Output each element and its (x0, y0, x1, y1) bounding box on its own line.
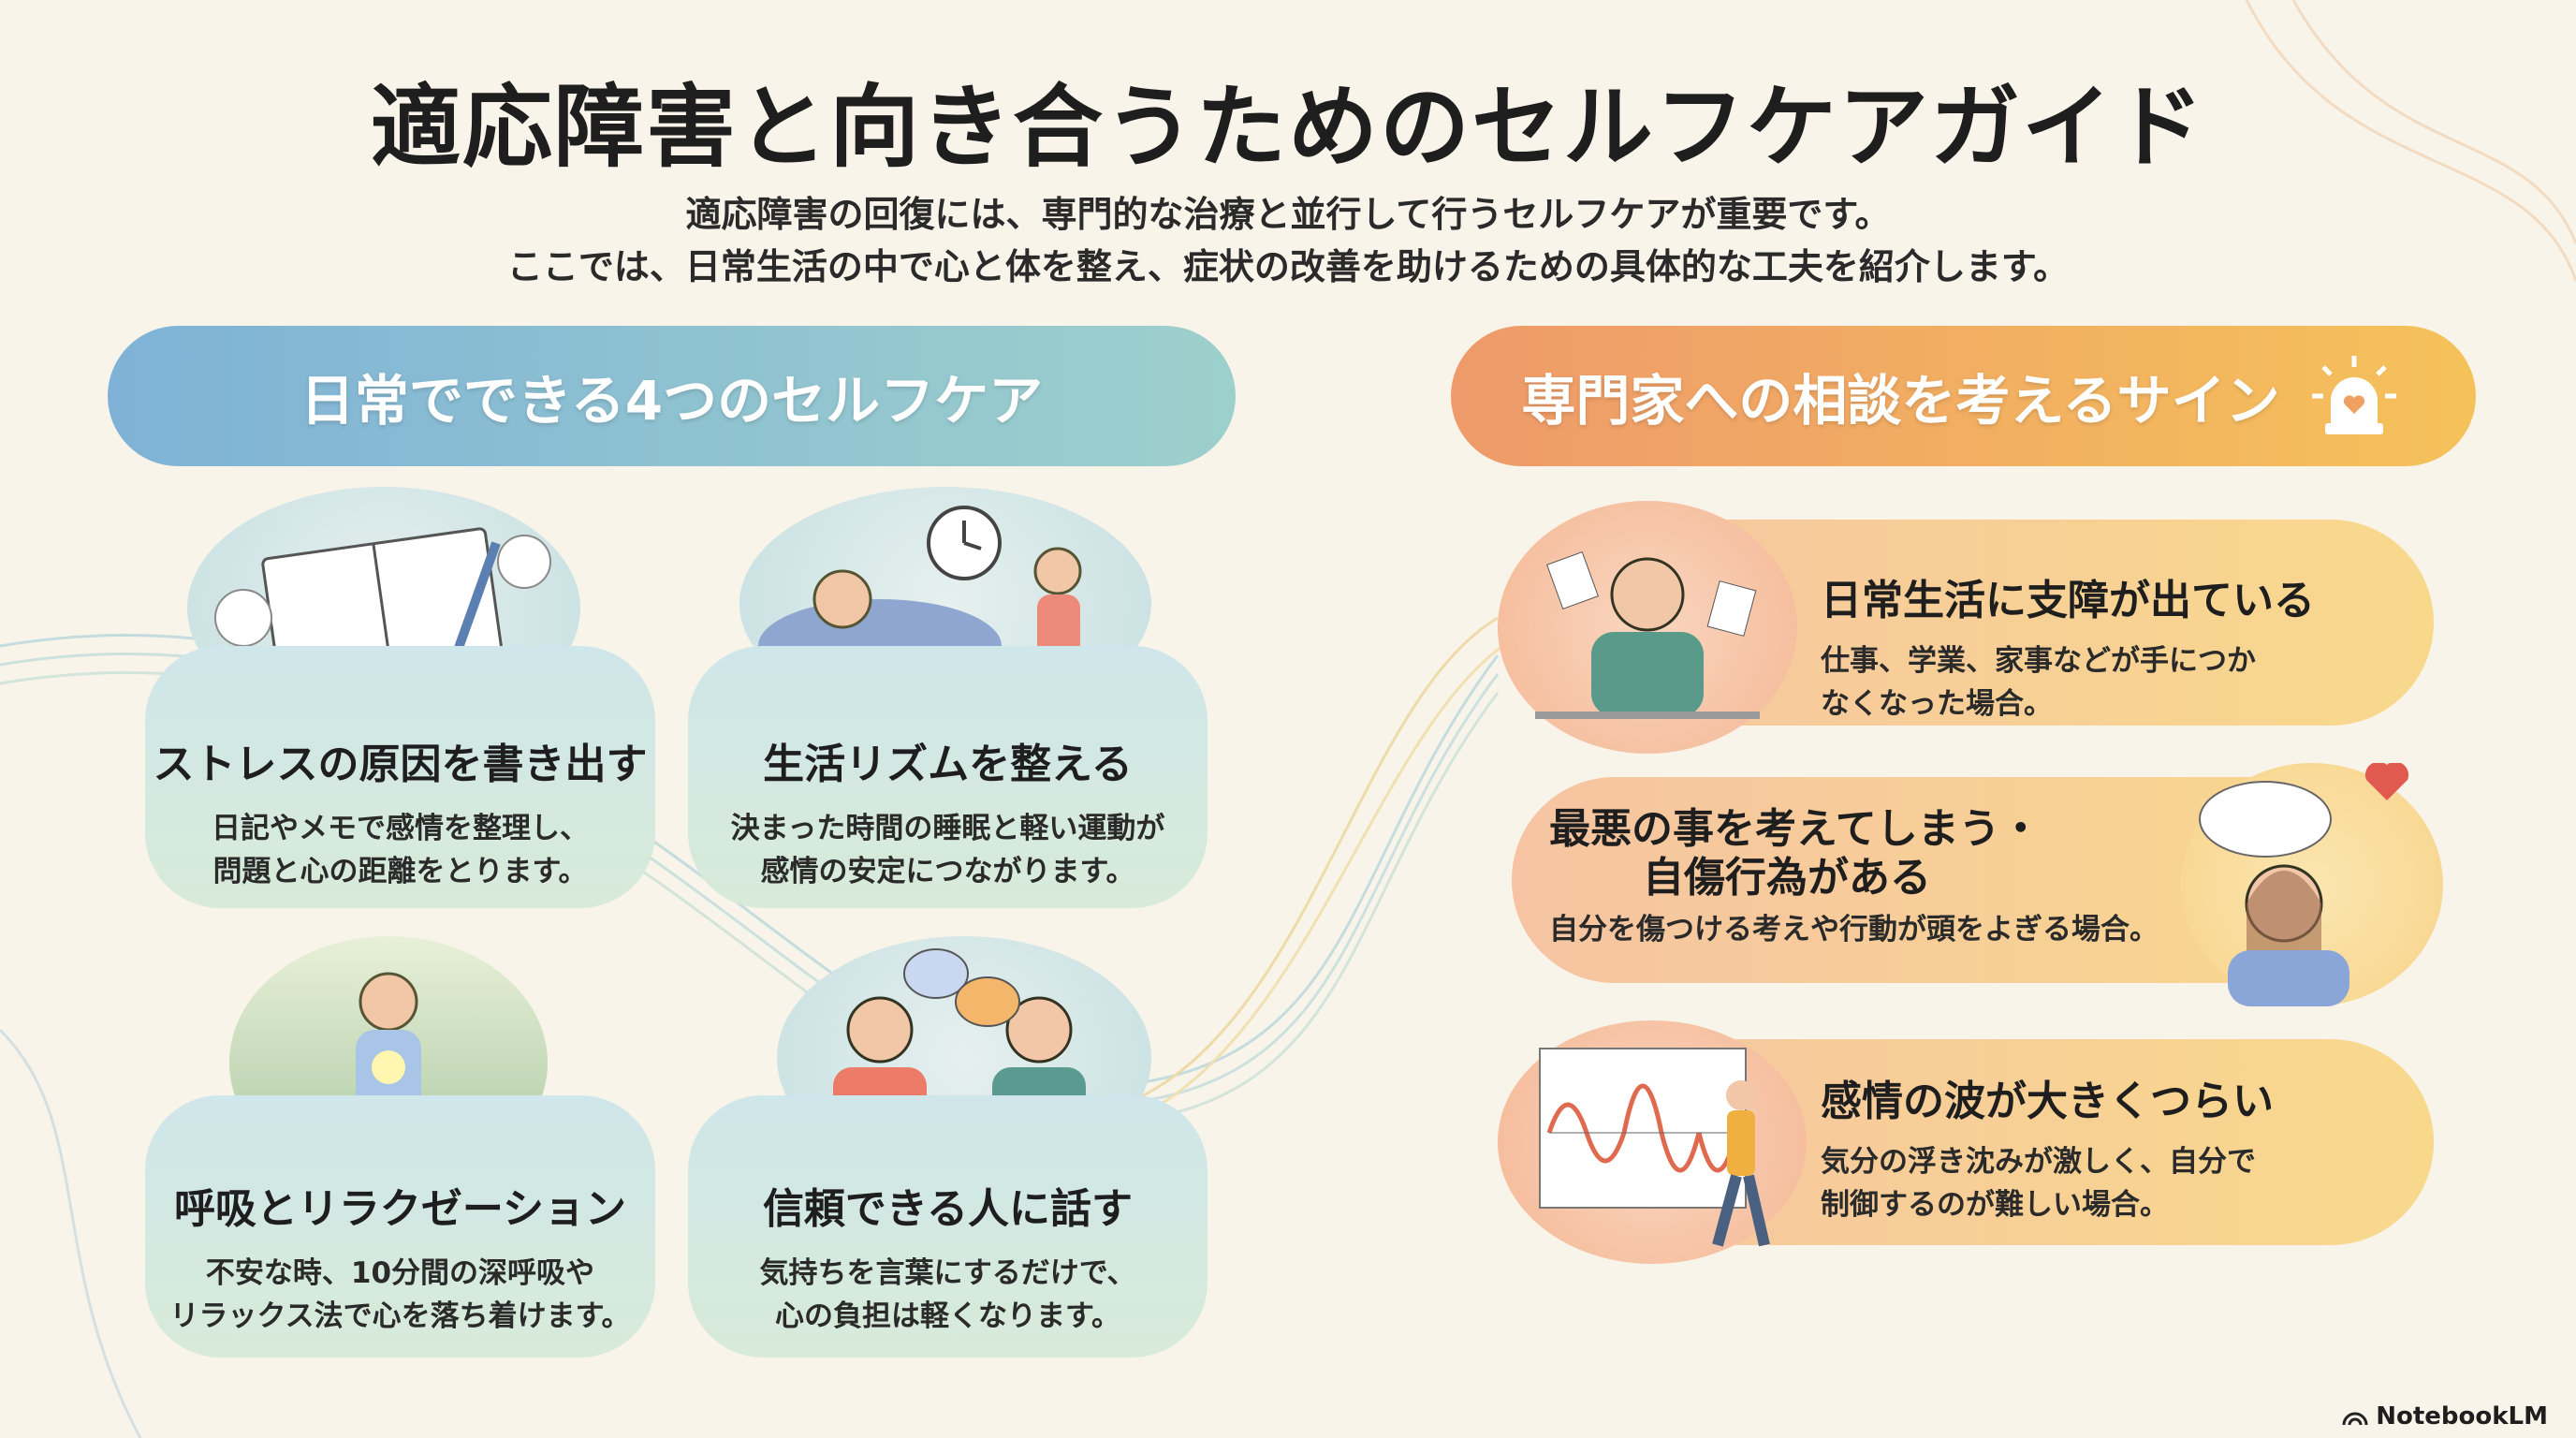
selfcare-card-write-stress: ストレスの原因を書き出す 日記やメモで感情を整理し、 問題と心の距離をとります。 (145, 646, 655, 908)
card-title: 感情の波が大きくつらい (1821, 1078, 2274, 1125)
card-text-line: 不安な時、10分間の深呼吸や (205, 1256, 595, 1290)
selfcare-card-life-rhythm: 生活リズムを整える 決まった時間の睡眠と軽い運動が 感情の安定につながります。 (688, 646, 1208, 908)
overwhelmed-person-illustration (1498, 501, 1797, 754)
notebooklm-brand: NotebookLM (2342, 1402, 2548, 1431)
card-text-line: なくなった場合。 (1821, 687, 2053, 721)
card-text-line: リラックス法で心を落ち着けます。 (169, 1299, 631, 1333)
mood-chart-illustration (1498, 1020, 1807, 1264)
card-title: 呼吸とリラクゼーション (173, 1185, 627, 1233)
card-text-line: 制御するのが難しい場合。 (1821, 1188, 2169, 1222)
selfcare-card-breathing: 呼吸とリラクゼーション 不安な時、10分間の深呼吸や リラックス法で心を落ち着け… (145, 1095, 655, 1357)
card-text-line: 問題と心の距離をとります。 (212, 855, 588, 888)
warning-signs-header-label: 専門家への相談を考えるサイン (1521, 369, 2280, 433)
card-title-line: 自傷行為がある (1643, 854, 1931, 902)
subtitle-line-1: 適応障害の回復には、専門的な治療と並行して行うセルフケアが重要です。 (685, 194, 1891, 235)
subtitle-line-2: ここでは、日常生活の中で心と体を整え、症状の改善を助けるための具体的な工夫を紹介… (506, 246, 2070, 287)
siren-heart-icon (2311, 356, 2396, 434)
card-text-line: 気分の浮き沈みが激しく、自分で (1821, 1145, 2256, 1179)
card-text-line: 仕事、学業、家事などが手につか (1821, 644, 2256, 678)
card-text-line: 日記やメモで感情を整理し、 (212, 812, 589, 845)
card-text-line: 自分を傷つける考えや行動が頭をよぎる場合。 (1549, 913, 2159, 946)
card-text-line: 気持ちを言葉にするだけで、 (759, 1256, 1136, 1290)
card-title: 信頼できる人に話す (762, 1185, 1134, 1233)
card-title: 最悪の事を考えてしまう・自傷行為がある (1549, 805, 2434, 902)
card-title: ストレスの原因を書き出す (153, 741, 648, 788)
selfcare-card-talk: 信頼できる人に話す 気持ちを言葉にするだけで、 心の負担は軽くなります。 (688, 1095, 1208, 1357)
brand-label: NotebookLM (2376, 1402, 2548, 1431)
card-title: 生活リズムを整える (763, 741, 1133, 788)
notebooklm-logo-icon (2342, 1412, 2368, 1426)
card-text-line: 心の負担は軽くなります。 (775, 1299, 1120, 1333)
worried-woman-illustration (2181, 761, 2443, 1006)
card-title-line: 最悪の事を考えてしまう・ (1549, 805, 2042, 853)
card-title: 日常生活に支障が出ている (1821, 577, 2315, 624)
selfcare-section-header: 日常でできる4つのセルフケア (108, 326, 1236, 466)
card-text-line: 決まった時間の睡眠と軽い運動が (730, 812, 1165, 845)
card-text-line: 感情の安定につながります。 (760, 855, 1135, 888)
warning-signs-section-header: 専門家への相談を考えるサイン (1451, 326, 2476, 466)
page-title: 適応障害と向き合うためのセルフケアガイド (371, 75, 2205, 180)
